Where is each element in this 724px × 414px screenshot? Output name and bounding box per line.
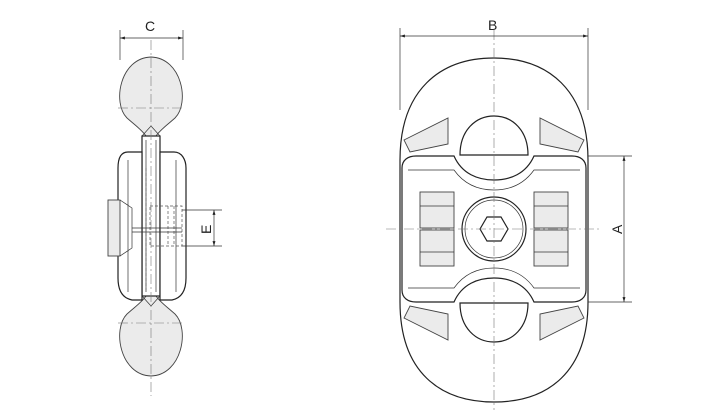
front-view [386, 30, 600, 410]
dimension-c-label: C [145, 18, 155, 34]
upper-right-tooth [539, 117, 585, 153]
side-right-flange [159, 151, 187, 301]
side-left-flange [117, 151, 143, 301]
dimension-a: A [588, 155, 632, 303]
upper-left-tooth [403, 117, 449, 153]
dimension-e-label: E [198, 225, 214, 234]
lower-left-tooth [403, 305, 449, 341]
dimension-a-label: A [609, 224, 625, 234]
side-bolt-head [107, 199, 121, 257]
left-jaw [419, 191, 455, 267]
dimension-c: C [119, 18, 184, 60]
side-nut [149, 205, 183, 247]
right-jaw [533, 191, 569, 267]
dimension-b-label: B [488, 17, 497, 33]
lower-right-tooth [539, 305, 585, 341]
dimension-b: B [399, 17, 589, 110]
side-view [107, 40, 187, 396]
dimension-e: E [182, 209, 222, 247]
